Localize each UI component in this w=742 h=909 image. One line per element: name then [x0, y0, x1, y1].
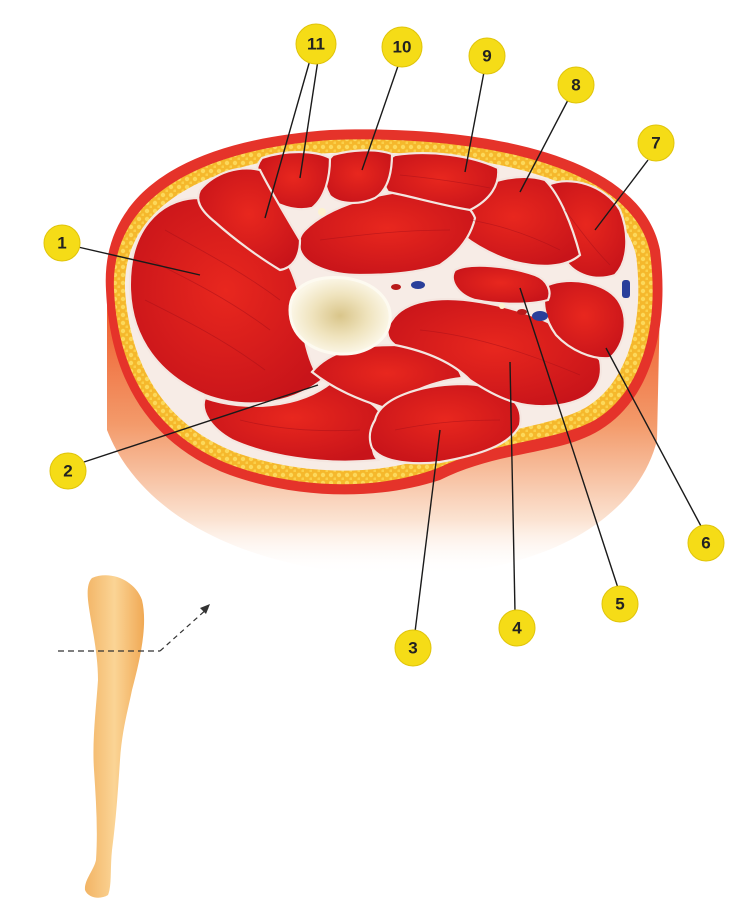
svg-text:11: 11	[307, 35, 325, 54]
muscle-adductor-longus	[451, 264, 551, 305]
leader-3	[414, 429, 441, 633]
svg-text:1: 1	[57, 234, 66, 253]
femur-bone	[288, 275, 392, 356]
vessel-red-2	[517, 309, 527, 315]
label-5: 5	[601, 585, 639, 623]
leader-7	[594, 159, 649, 231]
vessel-red-1	[391, 284, 401, 290]
svg-text:8: 8	[571, 76, 580, 95]
leader-11b	[299, 59, 319, 179]
muscles	[128, 149, 628, 465]
vessel-blue-1	[411, 281, 425, 289]
femoral-vessels	[318, 208, 630, 321]
muscle-gracilis	[543, 279, 626, 360]
svg-text:2: 2	[63, 462, 72, 481]
svg-text:9: 9	[482, 47, 491, 66]
svg-text:6: 6	[701, 534, 710, 553]
leader-10	[361, 65, 399, 171]
leg-locator-icon	[58, 575, 210, 898]
muscle-tensor-lateral	[197, 167, 302, 272]
muscle-striations	[144, 174, 611, 432]
nerve-2	[318, 208, 326, 216]
muscle-adductor-posterior	[368, 382, 522, 465]
label-1: 1	[43, 224, 81, 262]
svg-text:7: 7	[651, 134, 660, 153]
section-direction-arrow	[159, 607, 209, 652]
leader-lines	[77, 59, 703, 633]
label-8: 8	[557, 66, 595, 104]
leader-6	[605, 347, 703, 529]
leader-5	[519, 287, 619, 589]
leader-2	[83, 384, 319, 463]
label-9: 9	[468, 37, 506, 75]
leader-11a	[264, 59, 311, 219]
vessel-blue-3	[622, 280, 630, 298]
number-labels: 1 2 3 4 5 6 7 8	[43, 23, 725, 667]
label-3: 3	[394, 629, 432, 667]
label-6: 6	[687, 524, 725, 562]
vessel-blue-2	[532, 311, 548, 321]
leader-9	[464, 71, 485, 173]
nerve-1	[499, 303, 505, 309]
leader-4	[509, 361, 516, 613]
svg-text:10: 10	[393, 38, 412, 57]
svg-text:3: 3	[408, 639, 417, 658]
label-4: 4	[498, 609, 536, 647]
svg-text:5: 5	[615, 595, 624, 614]
leader-8	[519, 99, 569, 193]
svg-text:4: 4	[512, 619, 522, 638]
label-10: 10	[381, 26, 423, 68]
label-11: 11	[295, 23, 337, 65]
label-7: 7	[637, 124, 675, 162]
leader-1	[77, 246, 201, 276]
arrow-head-icon	[200, 604, 210, 614]
label-2: 2	[49, 452, 87, 490]
